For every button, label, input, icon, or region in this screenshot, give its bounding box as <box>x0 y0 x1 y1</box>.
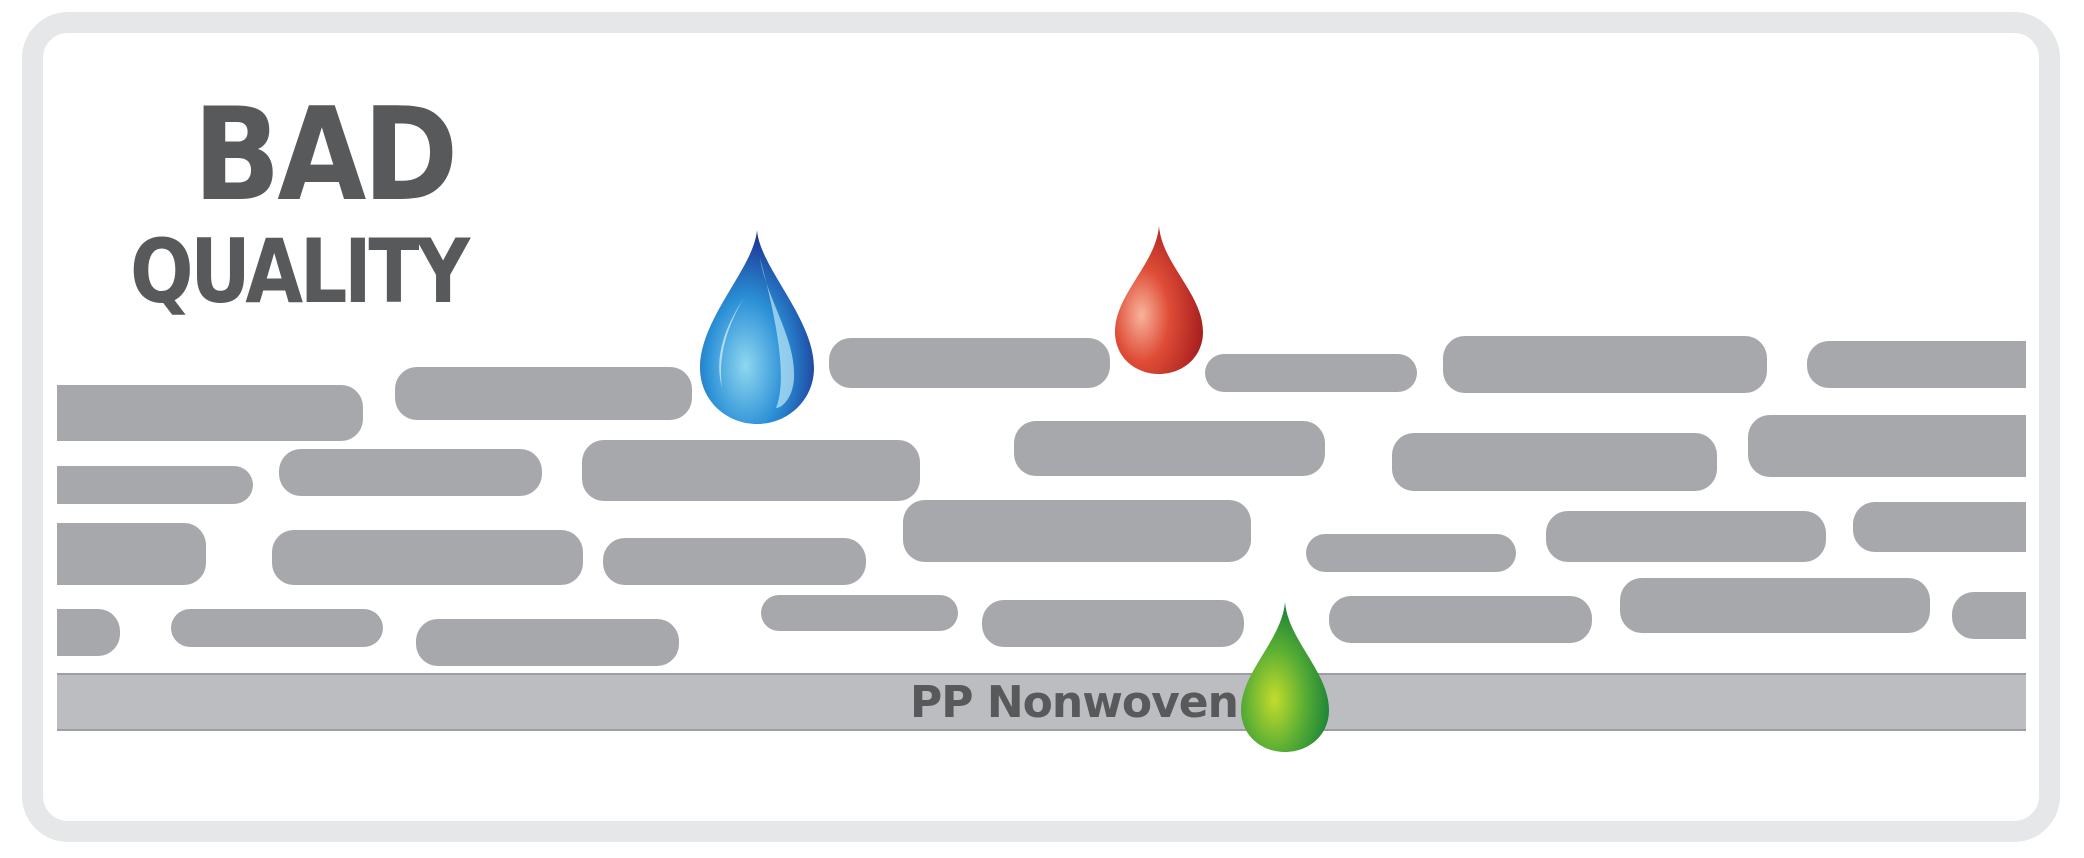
water-drop-icon <box>700 230 814 424</box>
red-drop-icon <box>1115 226 1203 374</box>
fiber <box>1306 534 1516 572</box>
fiber <box>1329 596 1592 643</box>
fiber <box>57 609 120 656</box>
fiber <box>982 600 1244 647</box>
fiber <box>1620 578 1930 633</box>
fiber <box>903 500 1251 562</box>
fiber <box>1014 421 1325 476</box>
pp-nonwoven-label: PP Nonwoven <box>910 677 1239 728</box>
fiber <box>1392 433 1717 491</box>
fiber <box>603 538 866 585</box>
fiber <box>57 385 363 441</box>
fiber <box>1853 502 2026 552</box>
fiber <box>829 338 1110 388</box>
title-quality: QUALITY <box>130 220 470 323</box>
fiber <box>171 609 383 647</box>
title-bad: BAD <box>193 81 458 230</box>
fiber <box>1443 336 1767 393</box>
green-drop-icon <box>1241 602 1329 752</box>
fiber <box>1546 511 1826 562</box>
pp-nonwoven-layer <box>57 673 2026 731</box>
fiber <box>1748 415 2026 477</box>
fiber <box>279 449 542 496</box>
fiber <box>1205 354 1417 392</box>
fiber <box>761 595 958 631</box>
fiber <box>1952 592 2026 639</box>
fiber <box>416 619 679 666</box>
fiber <box>272 530 583 585</box>
fiber <box>395 367 692 420</box>
fiber <box>582 440 920 501</box>
fiber <box>57 466 253 504</box>
fiber <box>1807 341 2026 388</box>
fiber <box>57 523 206 585</box>
